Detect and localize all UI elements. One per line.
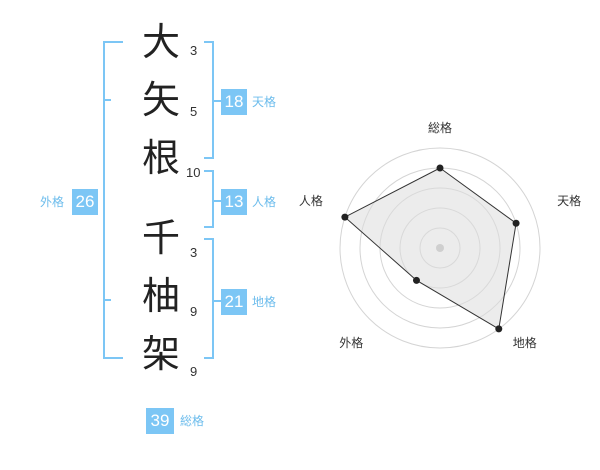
kanji-surname-2: 矢 xyxy=(141,78,180,122)
kanji-surname-1: 大 xyxy=(141,20,180,64)
chikaku-bracket-top xyxy=(204,238,214,240)
tenkaku-bracket-top xyxy=(204,41,214,43)
radar-score-area xyxy=(344,167,517,330)
tenkaku-bracket-tick xyxy=(212,100,222,102)
gaikaku-bracket-mid-1 xyxy=(103,99,111,101)
tenkaku-label: 天格 xyxy=(252,95,277,109)
gaikaku-bracket-mid-2 xyxy=(103,299,111,301)
stroke-count-surname-2: 5 xyxy=(190,104,198,119)
stroke-count-given-1: 3 xyxy=(190,245,198,260)
radar-point-1 xyxy=(436,164,444,172)
radar-axis-label-2: 天格 xyxy=(557,193,581,208)
radar-axis-label-3: 地格 xyxy=(513,335,537,350)
chikaku-bracket-bottom xyxy=(204,357,214,359)
radar-axis-label-4: 外格 xyxy=(339,335,363,350)
kanji-surname-3: 根 xyxy=(141,136,180,180)
radar-point-3 xyxy=(495,325,503,333)
stroke-count-surname-1: 3 xyxy=(190,43,198,58)
jinkaku-bracket-tick xyxy=(212,200,222,202)
stroke-count-surname-3: 10 xyxy=(186,165,201,180)
kanji-given-3: 架 xyxy=(141,332,180,376)
kanji-given-2: 柚 xyxy=(141,274,180,318)
gaikaku-bracket-top xyxy=(103,41,123,43)
gaikaku-bracket-vertical xyxy=(103,41,105,359)
gaikaku-value-badge: 26 xyxy=(72,189,98,215)
jinkaku-label: 人格 xyxy=(252,195,277,209)
gaikaku-label: 外格 xyxy=(40,195,65,209)
jinkaku-value-badge: 13 xyxy=(221,189,247,215)
gaikaku-bracket-bottom xyxy=(103,357,123,359)
soukaku-label: 総格 xyxy=(180,414,205,428)
stroke-count-given-3: 9 xyxy=(190,364,198,379)
stroke-count-given-2: 9 xyxy=(190,304,198,319)
chikaku-value-badge: 21 xyxy=(221,289,247,315)
radar-point-4 xyxy=(412,276,420,284)
jinkaku-bracket-top xyxy=(204,170,214,172)
chikaku-bracket-tick xyxy=(212,300,222,302)
jinkaku-bracket-vertical xyxy=(212,170,214,228)
radar-point-2 xyxy=(512,219,520,227)
radar-axis-label-1: 総格 xyxy=(428,120,452,135)
soukaku-value-badge: 39 xyxy=(146,408,174,434)
radar-axis-label-5: 人格 xyxy=(299,193,323,208)
radar-center-dot xyxy=(436,244,444,252)
chikaku-label: 地格 xyxy=(252,295,277,309)
tenkaku-value-badge: 18 xyxy=(221,89,247,115)
radar-point-5 xyxy=(341,213,349,221)
chikaku-bracket-vertical xyxy=(212,238,214,359)
jinkaku-bracket-bottom xyxy=(204,226,214,228)
kanji-given-1: 千 xyxy=(141,216,180,260)
tenkaku-bracket-bottom xyxy=(204,157,214,159)
